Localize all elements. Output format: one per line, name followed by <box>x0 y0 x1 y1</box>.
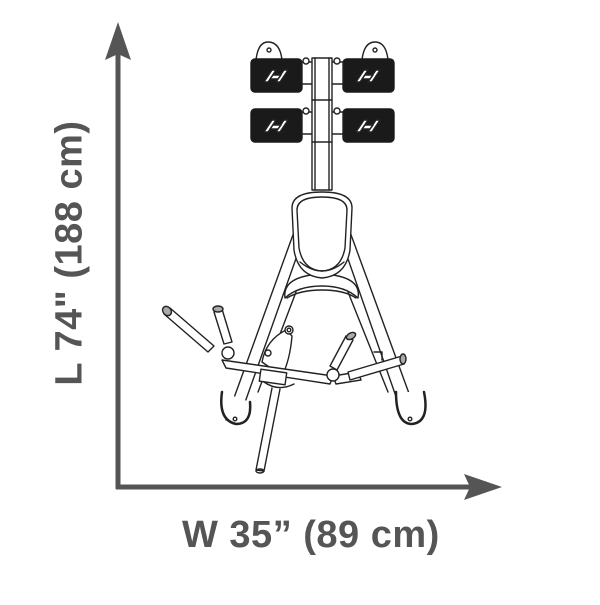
pivot-mechanism <box>261 325 295 389</box>
right-handle <box>326 331 407 382</box>
arrow-up-icon <box>105 22 131 60</box>
length-axis-arrow <box>105 22 131 489</box>
length-dimension-label: L 74" (188 cm) <box>48 120 91 386</box>
center-beam <box>311 57 333 191</box>
frame <box>225 231 419 421</box>
width-dimension-label: W 35” (89 cm) <box>182 514 440 556</box>
arrow-right-icon <box>464 474 502 500</box>
seat-pad <box>291 191 353 279</box>
front-stabilizer <box>255 387 281 474</box>
width-axis-arrow <box>116 474 502 500</box>
wheels <box>220 390 427 426</box>
left-handle <box>161 305 235 360</box>
